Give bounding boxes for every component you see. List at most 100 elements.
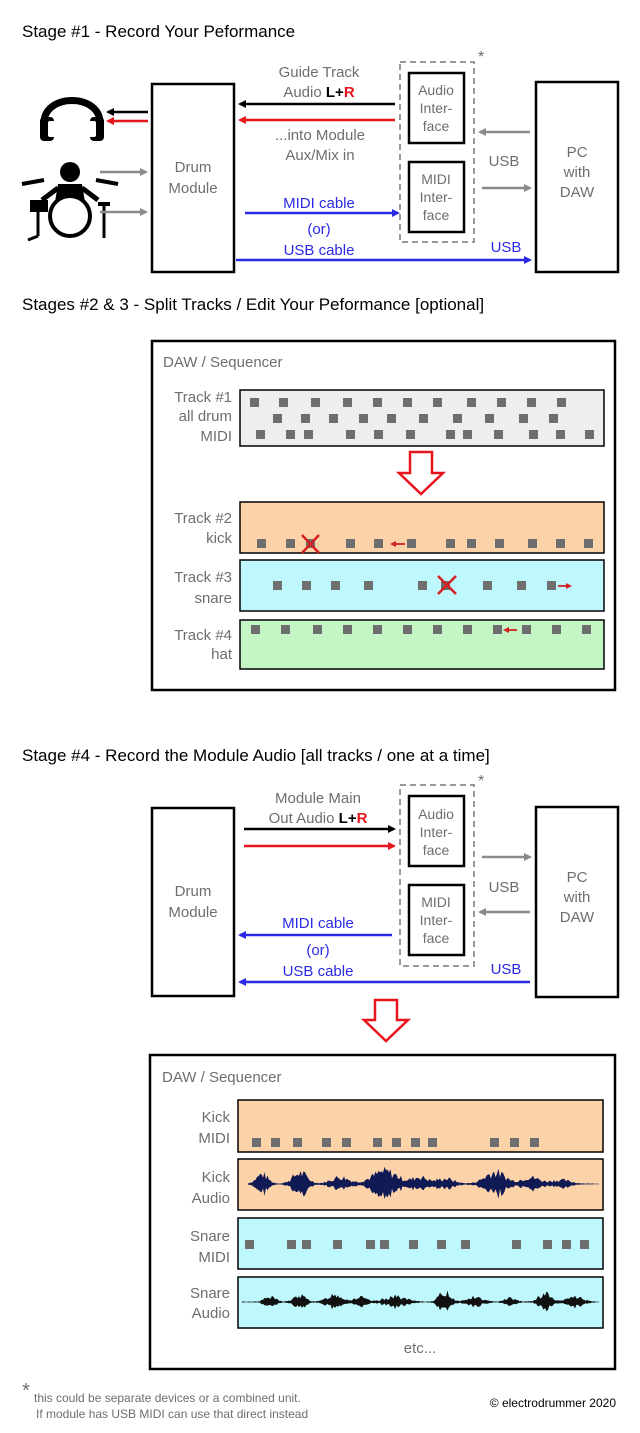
midi-interface-4c: face <box>423 930 450 946</box>
pc-daw-1c: DAW <box>560 184 595 201</box>
usb-cable-label-4: USB cable <box>283 963 354 980</box>
audio-interface-4a: Audio <box>418 806 454 822</box>
track2-lane <box>239 501 605 554</box>
out-audio-label: Out Audio <box>269 810 339 827</box>
audio-interface-1a: Audio <box>418 82 454 98</box>
track4-lane <box>239 619 605 670</box>
audio-interface-1b: Inter- <box>420 100 453 116</box>
lr-plus-4: + <box>348 810 357 827</box>
drum-module-box-1 <box>150 82 236 274</box>
usb-right-label-1: USB <box>491 239 522 256</box>
track1-midi-notes <box>250 398 594 439</box>
usb-cable-label-1: USB cable <box>284 242 355 259</box>
drum-module-box-4 <box>150 806 236 998</box>
lr-plus-1: + <box>335 84 344 101</box>
midi-interface-4b: Inter- <box>420 912 453 928</box>
audio-interface-1c: face <box>423 118 450 134</box>
x-mark-icon <box>437 575 457 595</box>
midi-interface-1c: face <box>423 207 450 223</box>
into-module-label-b: Aux/Mix in <box>285 147 354 164</box>
copyright-label: © electrodrummer 2020 <box>490 1396 617 1410</box>
guide-track-label: Guide Track <box>279 64 360 81</box>
asterisk-1: * <box>478 49 484 66</box>
drum-module-label-1b: Module <box>168 180 217 197</box>
kick-midi-label-a: Kick <box>202 1109 231 1126</box>
kick-midi-notes <box>252 1138 539 1147</box>
x-mark-icon <box>301 534 320 554</box>
pc-daw-box-4 <box>534 805 620 999</box>
down-arrow-icon <box>360 998 412 1043</box>
track4-label-a: Track #4 <box>174 627 232 644</box>
midi-interface-1b: Inter- <box>420 189 453 205</box>
kick-audio-label-a: Kick <box>202 1169 231 1186</box>
usb-label-1: USB <box>489 153 520 170</box>
track4-label-b: hat <box>211 646 233 663</box>
midi-interface-4a: MIDI <box>421 894 451 910</box>
daw-label-2: DAW / Sequencer <box>162 1069 282 1086</box>
interface-dashed-box-1 <box>399 61 475 243</box>
or-label-1: (or) <box>307 221 330 238</box>
footer-note-line2: If module has USB MIDI can use that dire… <box>36 1407 308 1421</box>
track1-label-b: all drum <box>179 408 232 425</box>
pc-daw-box-1 <box>534 80 620 274</box>
asterisk-4: * <box>478 773 484 790</box>
audio-interface-4b: Inter- <box>420 824 453 840</box>
snare-audio-label-b: Audio <box>192 1305 230 1322</box>
lr-r-1: R <box>344 84 355 101</box>
pc-daw-4b: with <box>563 889 591 906</box>
lr-l-1: L <box>326 84 335 101</box>
audio-interface-box-4 <box>407 794 466 868</box>
kick-midi-lane <box>237 1099 604 1153</box>
or-label-4: (or) <box>306 942 329 959</box>
midi-interface-box-1 <box>407 160 466 234</box>
pc-daw-4c: DAW <box>560 909 595 926</box>
usb-label-4: USB <box>489 879 520 896</box>
usb-right-label-4: USB <box>491 961 522 978</box>
pc-daw-1a: PC <box>567 144 588 161</box>
lr-l-4: L <box>339 810 348 827</box>
svg-text:Audio L+R: Audio L+R <box>283 84 354 101</box>
midi-cable-label-1: MIDI cable <box>283 195 355 212</box>
etc-label: etc... <box>404 1340 437 1357</box>
track2-label-a: Track #2 <box>174 510 232 527</box>
track3-label-a: Track #3 <box>174 569 232 586</box>
footer-asterisk: * <box>22 1380 30 1402</box>
drum-module-label-1a: Drum <box>175 159 212 176</box>
audio-interface-4c: face <box>423 842 450 858</box>
drum-module-label-4b: Module <box>168 904 217 921</box>
footer-note-line1: this could be separate devices or a comb… <box>34 1391 301 1405</box>
into-module-label-a: ...into Module <box>275 127 365 144</box>
audio-interface-box-1 <box>407 71 466 145</box>
kick-midi-label-b: MIDI <box>198 1130 230 1147</box>
waveform-icon <box>248 1166 599 1199</box>
drum-module-label-4a: Drum <box>175 883 212 900</box>
waveform-icon <box>242 1290 599 1312</box>
interface-dashed-box-4 <box>399 784 475 967</box>
snare-midi-notes <box>245 1240 589 1249</box>
snare-midi-label-b: MIDI <box>198 1249 230 1266</box>
drummer-icon <box>21 162 119 242</box>
guide-audio-label: Audio <box>283 84 326 101</box>
snare-midi-label-a: Snare <box>190 1228 230 1245</box>
daw-label-1: DAW / Sequencer <box>163 354 283 371</box>
stage4-title: Stage #4 - Record the Module Audio [all … <box>22 746 490 765</box>
down-arrow-icon <box>395 450 447 496</box>
stage23-title: Stages #2 & 3 - Split Tracks / Edit Your… <box>22 295 484 314</box>
pc-daw-1b: with <box>563 164 591 181</box>
snare-audio-label-a: Snare <box>190 1285 230 1302</box>
stage1-title: Stage #1 - Record Your Peformance <box>22 22 295 41</box>
kick-audio-label-b: Audio <box>192 1190 230 1207</box>
snare-midi-lane <box>237 1217 604 1270</box>
lr-r-4: R <box>357 810 368 827</box>
midi-interface-1a: MIDI <box>421 171 451 187</box>
track1-label-c: MIDI <box>200 428 232 445</box>
track3-label-b: snare <box>194 590 232 607</box>
svg-text:Out Audio L+R: Out Audio L+R <box>269 810 368 827</box>
midi-cable-label-4: MIDI cable <box>282 915 354 932</box>
headphones-icon <box>40 97 104 141</box>
track1-label-a: Track #1 <box>174 389 232 406</box>
track4-midi-notes <box>251 625 591 634</box>
track2-label-b: kick <box>206 530 232 547</box>
midi-interface-box-4 <box>407 883 466 957</box>
